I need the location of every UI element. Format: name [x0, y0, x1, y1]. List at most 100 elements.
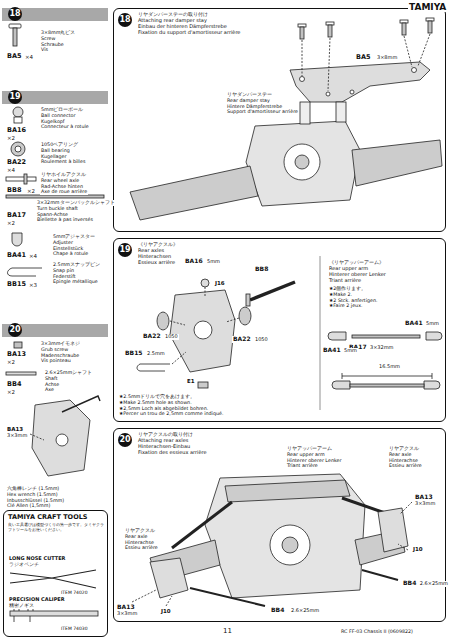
part-code: J10	[160, 608, 172, 614]
part-code: BA16	[184, 258, 204, 265]
note-text: Ball connector	[40, 113, 76, 119]
note-text: Grub screw	[40, 347, 69, 353]
part-code: BA22	[142, 333, 162, 340]
tools-note: 良い工具選びは模型づくりの第一歩です。タミヤクラフトツールをお使いください。	[8, 523, 104, 533]
note-text: 3×3mm	[6, 433, 28, 439]
note-text: ★2,5mm Loch als abgebildet bohren.	[118, 406, 209, 412]
note-text: ITEM 74020	[60, 590, 89, 595]
note-text: リヤアクスル	[388, 446, 420, 452]
note-text: Rear axle	[124, 534, 149, 540]
part-code: LONG NOSE CUTTER	[8, 556, 66, 562]
note-text: 5mm	[343, 348, 358, 354]
note-text: 5mm	[425, 321, 440, 327]
note-text: リヤダンパーステー	[226, 92, 273, 98]
note-text: 2.6×25mm	[290, 608, 320, 614]
note-text: 3×8mm丸ビス	[40, 30, 76, 36]
part-code: BB4	[6, 381, 22, 388]
tools-heading: TAMIYA CRAFT TOOLS	[8, 514, 87, 521]
note-text: Rad-Achse hinten	[40, 184, 84, 190]
note-text: ★2個作ります。	[328, 286, 367, 292]
note-text: Rear upper arm	[286, 452, 326, 458]
note-text: Essieu arrière	[124, 545, 159, 551]
note-text: Spann-Achse	[36, 212, 69, 218]
note-text: 5mmピローボール	[40, 107, 84, 113]
note-text: 3×32mm	[369, 345, 394, 351]
step-number: 19	[118, 243, 132, 257]
step-title: Attaching rear damper stay	[138, 18, 207, 24]
note-text: Hinterachse	[388, 458, 419, 464]
note-text: Triant arrière	[286, 463, 319, 469]
part-code: E1	[186, 378, 196, 384]
note-text: Connecteur à rotule	[40, 124, 90, 130]
step-title: Attaching rear axles	[138, 438, 188, 444]
note-text: Triant arrière	[328, 278, 362, 284]
part-code: TAMIYA	[408, 2, 447, 12]
note-text: Roulement à billes	[40, 159, 86, 165]
note-text: 六角棒レンチ (1.5mm)	[6, 486, 60, 492]
note-text: ×3	[28, 282, 38, 288]
note-text: ITEM 74030	[60, 626, 89, 631]
note-text: 2.5mm	[146, 351, 166, 357]
note-text: ×2	[6, 389, 16, 395]
note-text: Screw	[40, 36, 56, 42]
note-text: ×4	[28, 253, 38, 259]
note-text: 《リヤアッパーアーム》	[328, 260, 385, 266]
part-code: BA16	[6, 127, 27, 134]
part-code: PRECISION CALIPER	[8, 597, 66, 603]
note-text: Vis pointeau	[40, 358, 72, 364]
note-text: 2.6×25mm	[419, 581, 449, 587]
note-text: Support d'amortisseur arrière	[226, 109, 299, 115]
note-text: ★2 Stck. anfertigen.	[328, 298, 379, 304]
note-text: Inbusschlüssel (1.5mm)	[6, 498, 65, 504]
note-text: Essieu arrière	[388, 463, 423, 469]
note-text: 1050	[164, 334, 179, 340]
note-text: 3×32mmターンバックルシャフト	[36, 200, 116, 206]
note-text: 2.5mmスナップピン	[52, 262, 101, 268]
note-text: 16.5mm	[378, 364, 401, 370]
note-text: 1050	[254, 337, 269, 343]
part-code: BA41	[6, 252, 27, 259]
part-code: BA22	[6, 159, 27, 166]
part-code: BB8	[254, 266, 269, 273]
part-code: J16	[214, 280, 226, 286]
step-title: Hinterachsen	[138, 254, 171, 260]
note-text: Shaft	[44, 376, 59, 382]
note-text: ×2	[6, 359, 16, 365]
part-code: BA17	[6, 212, 27, 219]
note-text: 3×8mm	[376, 55, 398, 61]
note-text: Axe de roue arrière	[40, 189, 88, 195]
step-title: Rear axles	[138, 248, 164, 254]
part-code: J10	[412, 546, 424, 552]
note-text: Axe	[44, 387, 55, 393]
step-title: リヤアクスルの取り付け	[138, 432, 193, 438]
note-text: 3×3mm	[116, 611, 138, 617]
part-code: BB15	[124, 350, 144, 357]
note-text: Epingle métallique	[52, 279, 99, 285]
note-text: ★2.5mmドリルで穴をあけます。	[118, 394, 196, 400]
note-text: Kugelkopf	[40, 119, 66, 125]
note-text: Hinterer oberer Lenker	[286, 458, 342, 464]
part-code: BA13	[6, 426, 24, 432]
note-text: リヤアクスル	[124, 528, 156, 534]
step-title: 《リヤアクスル》	[138, 242, 178, 248]
step-title: Essieux arrière	[138, 260, 175, 266]
note-text: Rear axle	[388, 452, 413, 458]
part-code: BA22	[232, 336, 252, 343]
note-text: ×4	[24, 54, 34, 60]
note-text: ×4	[6, 167, 16, 173]
step-number: 20	[8, 323, 22, 337]
step-number: 18	[8, 7, 22, 21]
part-code: BA13	[414, 494, 434, 501]
step-title: リヤダンパーステーの取り付け	[138, 12, 208, 18]
note-text: 5mm	[206, 259, 221, 265]
note-text: ★Make 2.	[328, 292, 353, 298]
note-text: Chape à rotule	[52, 251, 89, 257]
note-text: Ball bearing	[40, 148, 71, 154]
note-text: Achse	[44, 382, 60, 388]
note-text: Madenschraube	[40, 353, 80, 359]
note-text: ★Percer un trou de 2,5mm comme indiqué.	[118, 411, 225, 417]
note-text: Biellette à pas inversés	[36, 217, 94, 223]
step-title: Einbau der hinteren Dämpferstrebe	[138, 24, 227, 30]
step-panel: 18リヤダンパーステーの取り付けAttaching rear damper st…	[113, 8, 446, 232]
